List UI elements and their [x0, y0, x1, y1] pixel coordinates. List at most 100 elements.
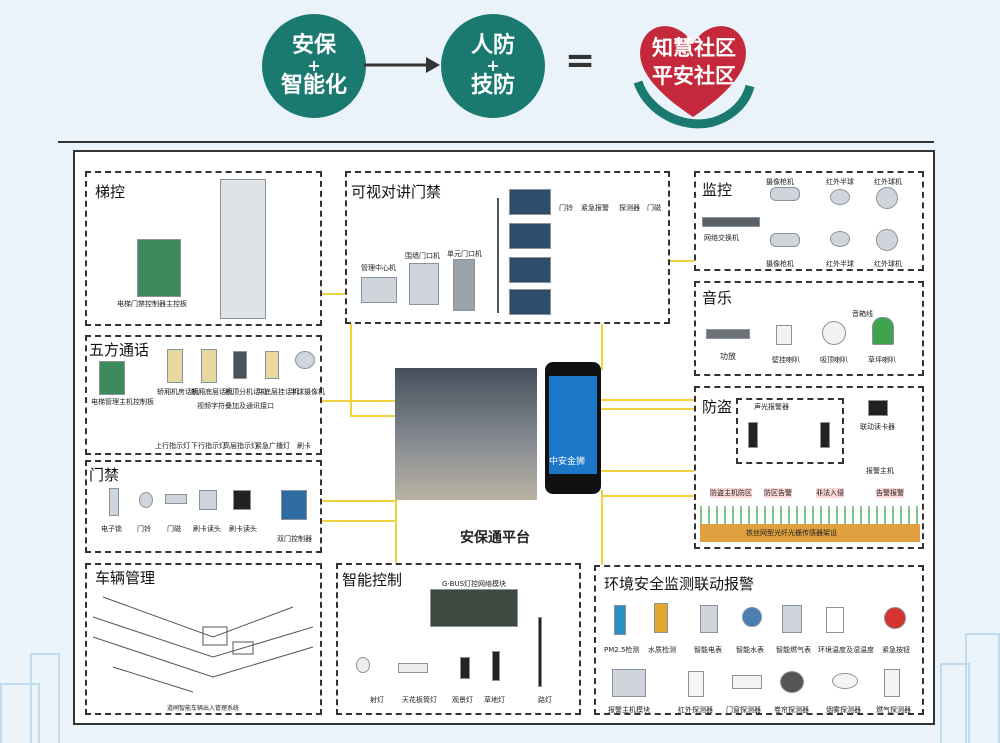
monitor-top-3: 红外球机 — [874, 178, 902, 186]
section-elevator: 梯控 电梯门禁控制器主控板 — [85, 171, 322, 326]
env-row1-7: 紧急按钮 — [882, 646, 910, 654]
smart-device-3: 观景灯 — [452, 696, 473, 704]
heart-line2: 平安社区 — [652, 64, 736, 88]
phone-banner: 中安金狮 — [549, 457, 586, 467]
indoor-monitor-4 — [509, 289, 551, 315]
section-vehicle: 车辆管理 道闸智能车辆出入管理系统 — [85, 563, 322, 715]
burglar-title: 防盗 — [702, 398, 733, 416]
env-row1-1: PM2.5检测 — [604, 646, 640, 654]
shutter-detector — [780, 671, 804, 693]
smart-device-1: 射灯 — [370, 696, 384, 704]
circle2-bottom: 技防 — [470, 73, 515, 98]
intercom-row-label-2: 紧急报警 — [581, 204, 609, 212]
section-access: 门禁 电子锁 门铃 门磁 刷卡读头 刷卡读头 双门控制器 — [85, 460, 322, 553]
gas-meter — [782, 605, 802, 633]
env-row2-6: 燃气探测器 — [876, 706, 911, 714]
access-device-4: 刷卡读头 — [193, 525, 221, 533]
circle-security-intelligence: 安保 + 智能化 — [262, 14, 366, 118]
door-window-detector — [732, 675, 762, 689]
five-controller-label: 电梯管理主机控制板 — [91, 398, 154, 406]
five-phone-2 — [201, 349, 217, 383]
env-row1-2: 水质检测 — [648, 646, 676, 654]
ceiling-downlight — [398, 663, 428, 673]
intercom-row-label-4: 门磁 — [647, 204, 661, 212]
zone-4: 告警报警 — [876, 488, 904, 498]
access-device-3: 门磁 — [167, 525, 181, 533]
dome-camera-1 — [830, 189, 850, 205]
street-light — [538, 617, 542, 687]
music-title: 音乐 — [702, 289, 733, 307]
door-magnet — [165, 494, 187, 504]
fence-graphic — [700, 506, 920, 524]
five-top-4: 井底层挂话机 — [257, 388, 299, 396]
elevator-title: 梯控 — [95, 183, 126, 201]
mobile-phone: 中安金狮 — [545, 362, 601, 494]
zone-3: 非法入侵 — [816, 488, 844, 498]
management-console — [361, 277, 397, 303]
ptz-camera-2 — [876, 229, 898, 251]
door-bell — [139, 492, 153, 508]
electric-meter — [700, 605, 718, 633]
smart-device-4: 草地灯 — [484, 696, 505, 704]
intercom-row-label-1: 门铃 — [559, 204, 573, 212]
env-row2-4: 卷帘探测器 — [774, 706, 809, 714]
section-env: 环境安全监测联动报警 PM2.5检测 水质检测 智能电表 智能水表 智能燃气表 … — [594, 565, 924, 715]
equals-sign: = — [565, 40, 596, 81]
env-row1-6: 环境温度及湿温度 — [818, 646, 874, 654]
electronic-lock — [109, 488, 119, 516]
env-row2-2: 红外探测器 — [678, 706, 713, 714]
access-device-1: 电子锁 — [101, 525, 122, 533]
five-dome-camera — [295, 351, 315, 369]
circle-people-tech: 人防 + 技防 — [441, 14, 545, 118]
lighting-control-module — [430, 589, 518, 627]
landscape-light — [460, 657, 470, 679]
vehicle-title: 车辆管理 — [95, 569, 156, 587]
gas-detector — [884, 669, 900, 697]
music-device-4: 草坪喇叭 — [868, 356, 896, 364]
fence-label: 铁丝网型光纤光栅传感器架设 — [746, 529, 837, 537]
plus-sign-2: + — [486, 56, 500, 75]
unit-door-station — [453, 259, 475, 311]
network-switch — [702, 217, 760, 227]
elevator-button-panel — [220, 179, 266, 319]
amplifier — [706, 329, 750, 339]
env-row2-1: 报警主机模块 — [608, 706, 650, 714]
indoor-monitor-3 — [509, 257, 551, 283]
lawn-light — [492, 651, 500, 681]
section-smart: 智能控制 G·BUS灯控网络模块 射灯 天花板筒灯 观景灯 草地灯 路灯 — [336, 563, 581, 715]
env-row2-3: 门窗探测器 — [726, 706, 761, 714]
parking-lot-drawing — [93, 596, 314, 693]
five-top-3: 桥顶分机话机 — [225, 388, 267, 396]
five-bus-label: 视频字符叠加及通讯接口 — [197, 402, 274, 410]
monitor-bottom-1: 摄像枪机 — [766, 260, 794, 268]
beam-detector-2 — [820, 422, 830, 448]
beam-detector-1 — [748, 422, 758, 448]
card-reader-1 — [199, 490, 217, 510]
env-row2-5: 烟雾探测器 — [826, 706, 861, 714]
indoor-monitor-1 — [509, 189, 551, 215]
burglar-host: 报警主机 — [866, 467, 894, 475]
five-phone-4 — [265, 351, 279, 379]
five-title: 五方通话 — [89, 341, 150, 359]
intercom-device-3: 单元门口机 — [447, 250, 482, 258]
env-row1-3: 智能电表 — [694, 646, 722, 654]
water-quality-sensor — [654, 603, 668, 633]
access-title: 门禁 — [89, 466, 120, 484]
section-intercom: 可视对讲门禁 管理中心机 围墙门口机 单元门口机 门铃 紧急报警 探测器 门磁 — [345, 171, 670, 324]
fence-base — [700, 524, 920, 542]
env-row1-4: 智能水表 — [736, 646, 764, 654]
monitor-bottom-3: 红外球机 — [874, 260, 902, 268]
header-divider — [58, 141, 934, 143]
platform-title: 安保通平台 — [460, 530, 530, 546]
monitor-switch-label: 网络交换机 — [704, 234, 739, 242]
smoke-detector — [832, 673, 858, 689]
five-bottom-4: 紧急广播灯 — [255, 442, 290, 450]
zone-1: 防盗主机防区 — [710, 488, 752, 498]
bullet-camera-2 — [770, 233, 800, 247]
zone-2: 防区告警 — [764, 488, 792, 498]
card-reader-2 — [233, 490, 251, 510]
five-bottom-3: 高层指示灯 — [223, 442, 258, 450]
five-bottom-5: 刷卡 — [297, 442, 311, 450]
card-reader — [868, 400, 888, 416]
smart-device-5: 路灯 — [538, 696, 552, 704]
